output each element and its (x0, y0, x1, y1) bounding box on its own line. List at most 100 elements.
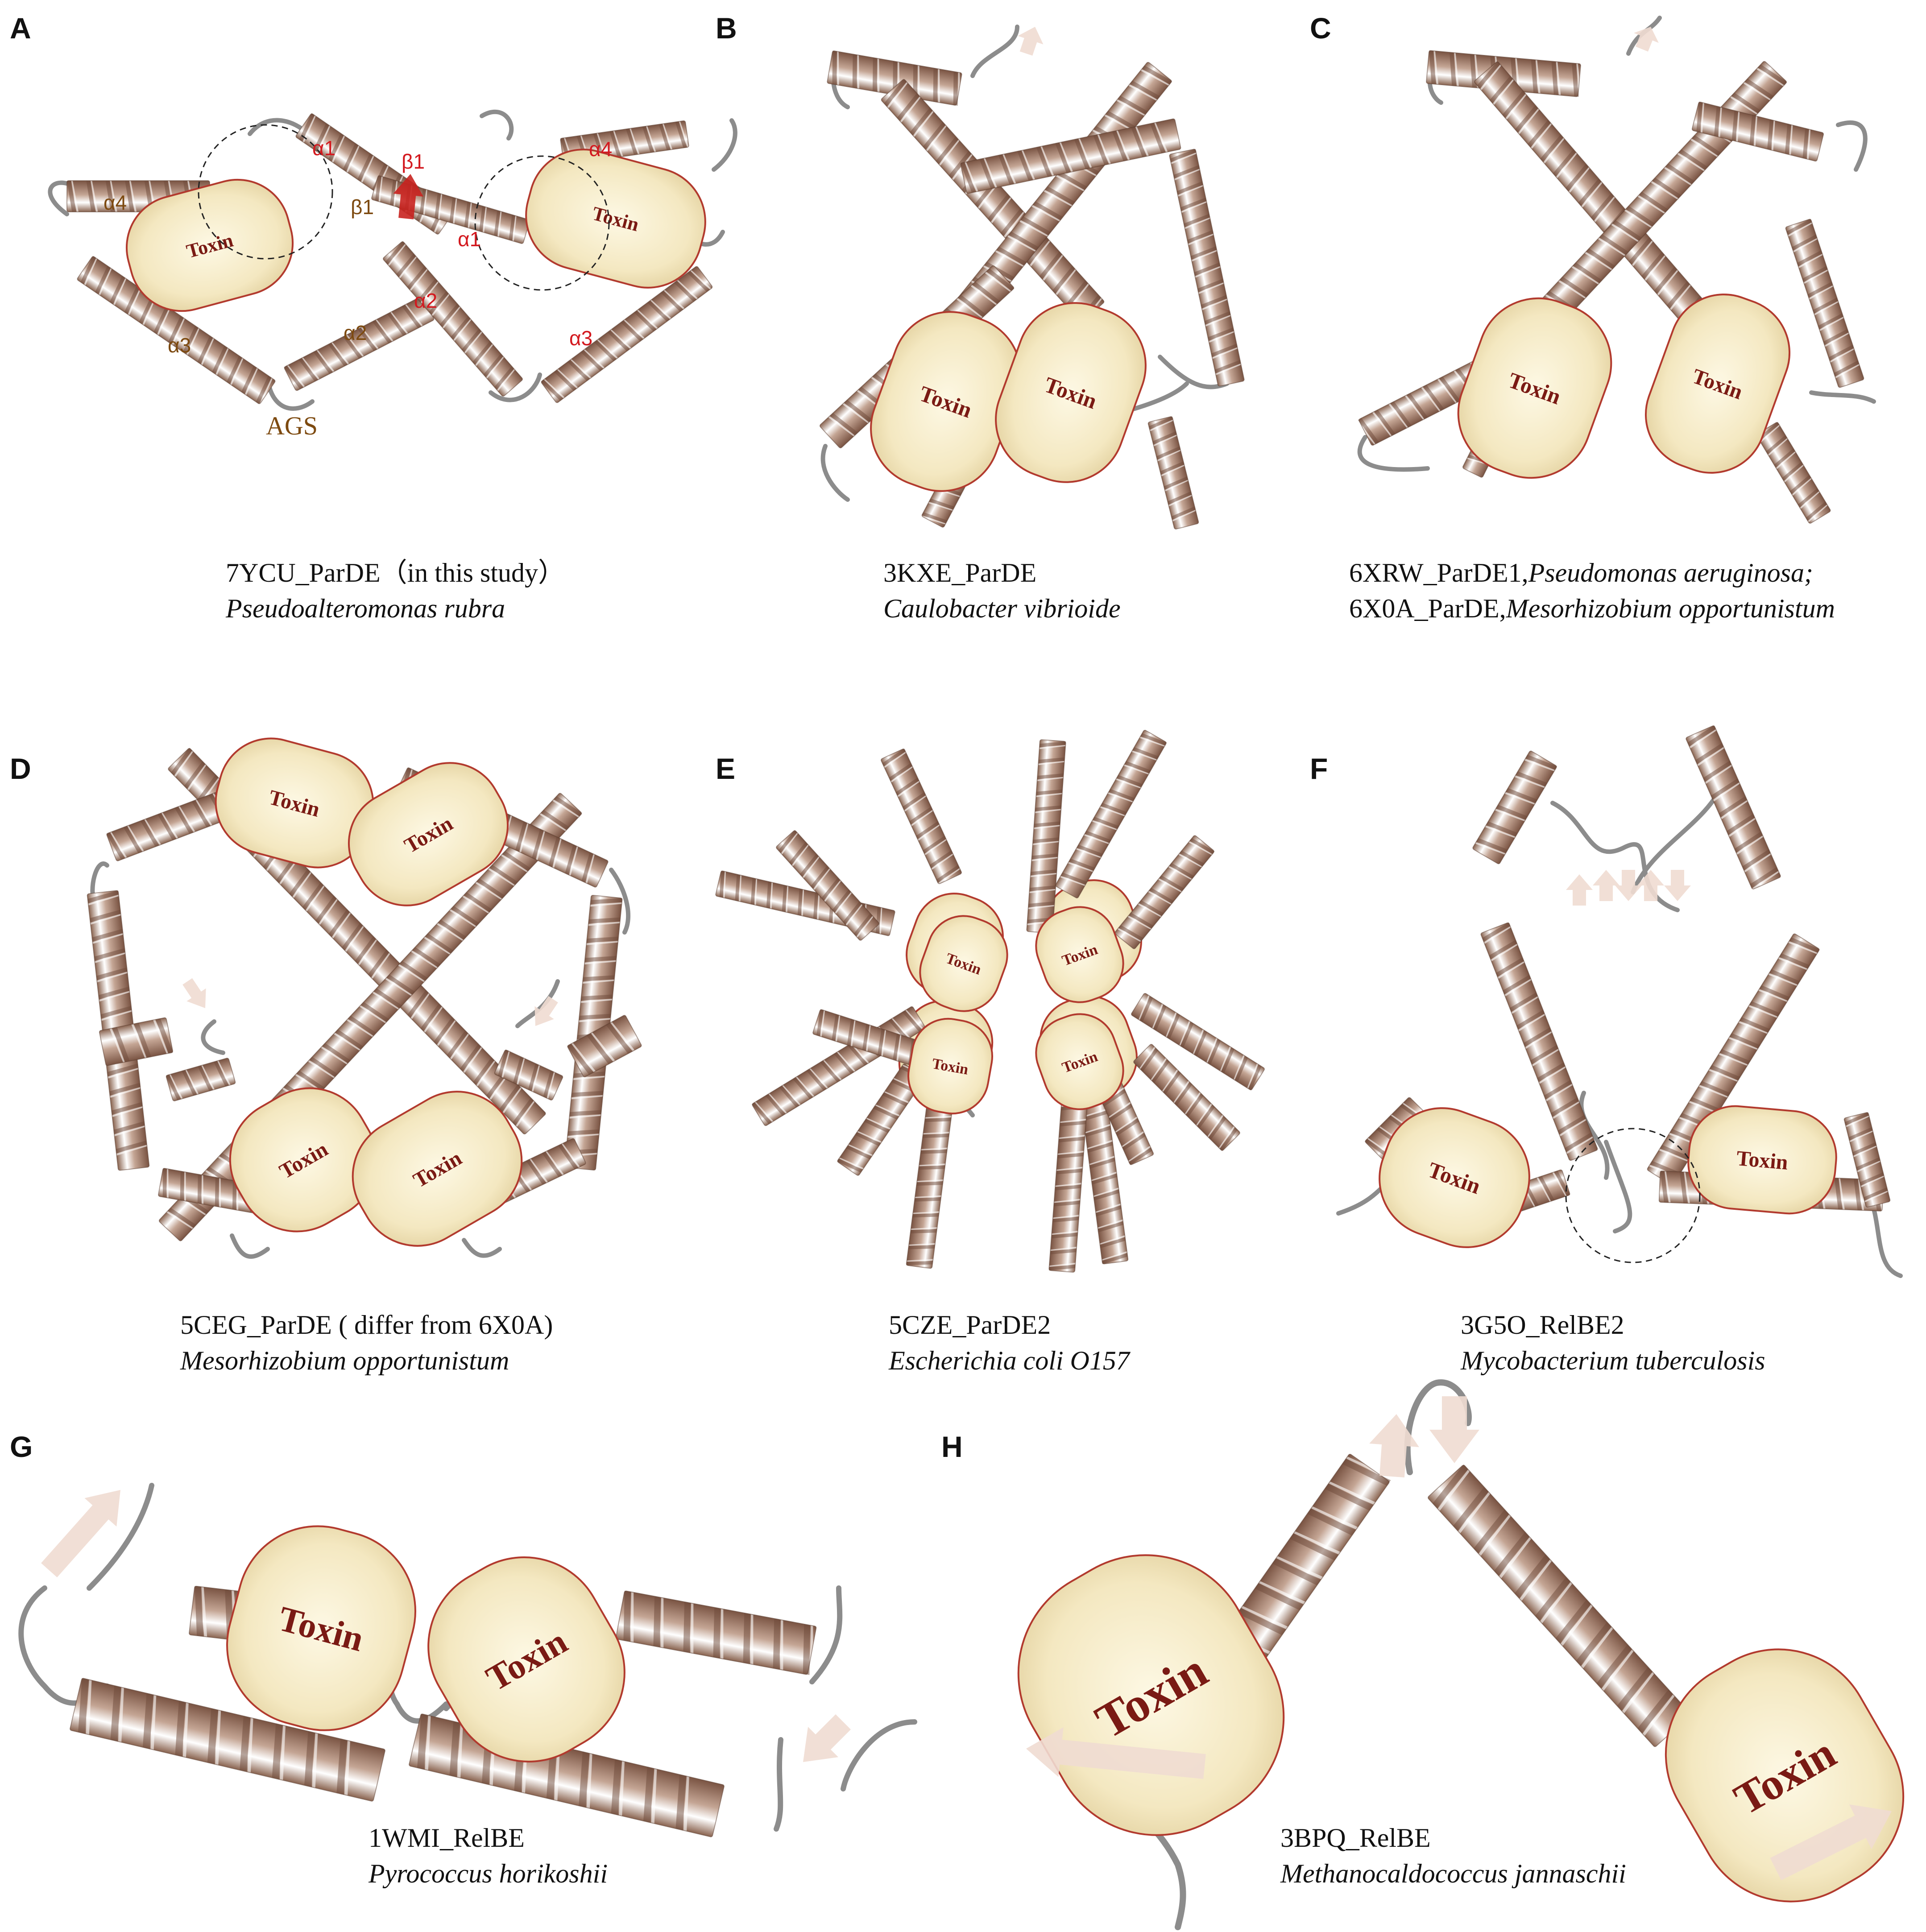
caption-e-species: Escherichia coli O157 (889, 1346, 1130, 1375)
caption-g: 1WMI_RelBE Pyrococcus horikoshii (369, 1820, 608, 1891)
caption-f-code: 3G5O_RelBE2 (1461, 1310, 1624, 1340)
loop-coil (841, 1719, 917, 1791)
toxin-domain: Toxin (1379, 1107, 1530, 1248)
helix-ribbon (1691, 101, 1824, 162)
beta-strand-arrow (41, 1489, 121, 1577)
helix-ribbon (776, 830, 879, 941)
label-alpha4-left: α4 (104, 191, 127, 214)
loop-coil (201, 1019, 225, 1055)
panel-label-d: D (10, 752, 31, 785)
caption-d-species: Mesorhizobium opportunistum (180, 1346, 509, 1375)
toxin-domain: Toxin (525, 149, 706, 289)
loop-coil (1579, 1091, 1610, 1180)
caption-e: 5CZE_ParDE2 Escherichia coli O157 (889, 1307, 1130, 1378)
label-beta1-left: β1 (351, 195, 374, 219)
panel-label-c: C (1310, 12, 1331, 45)
toxin-domain: Toxin (1035, 1013, 1124, 1110)
helix-ribbon (284, 296, 435, 391)
label-beta1-red: β1 (402, 150, 425, 173)
helix-ribbon (1472, 750, 1557, 865)
loop-coil (1127, 381, 1189, 413)
beta-strand-arrow (1026, 1727, 1206, 1779)
loop-coil (820, 444, 850, 502)
helix-ribbon (494, 1049, 563, 1100)
loop-coil (809, 1585, 843, 1684)
panel-label-a: A (10, 12, 31, 45)
toxin-domain: Toxin (907, 1018, 994, 1115)
caption-g-code: 1WMI_RelBE (369, 1823, 525, 1853)
beta-strand-arrow (1593, 870, 1619, 901)
caption-b-species: Caulobacter vibrioide (883, 594, 1121, 623)
caption-a-species: Pseudoalteromonas rubra (226, 594, 505, 623)
toxin-domain: Toxin (226, 1525, 416, 1731)
caption-f-species: Mycobacterium tuberculosis (1461, 1346, 1765, 1375)
caption-g-species: Pyrococcus horikoshii (369, 1859, 608, 1888)
toxin-domain: Toxin (427, 1556, 625, 1762)
loop-coil (609, 868, 630, 935)
panel-label-h: H (941, 1430, 963, 1463)
loop-coil (1604, 1140, 1632, 1233)
toxin-domain: Toxin (352, 1091, 523, 1247)
loop-coil (489, 372, 542, 402)
loop-coil (774, 1737, 783, 1832)
caption-c: 6XRW_ParDE1,Pseudomonas aeruginosa; 6X0A… (1349, 555, 1835, 626)
caption-c-code2: 6X0A_ParDE, (1349, 594, 1506, 623)
toxin-domain: Toxin (125, 178, 294, 312)
beta-strand-arrow (393, 174, 424, 219)
panel-label-e: E (716, 752, 736, 785)
loop-coil (1357, 435, 1430, 472)
toxin-domain: Toxin (919, 915, 1008, 1012)
label-alpha2-red: α2 (414, 289, 437, 312)
helix-ribbon (1131, 993, 1265, 1091)
helix-ribbon (1785, 219, 1864, 388)
loop-coil (462, 1238, 502, 1258)
helix-ribbon (99, 1017, 174, 1066)
beta-strand-arrow (1429, 1396, 1479, 1463)
beta-strand-arrow (1566, 874, 1593, 906)
beta-strand-arrow (1634, 27, 1659, 52)
helix-ribbon (1480, 922, 1598, 1161)
caption-b-code: 3KXE_ParDE (883, 558, 1037, 587)
caption-h: 3BPQ_RelBE Methanocaldococcus jannaschii (1280, 1820, 1626, 1891)
toxin-domain: Toxin (348, 762, 509, 906)
helix-ribbon (541, 266, 713, 403)
caption-c-species2: Mesorhizobium opportunistum (1506, 594, 1835, 623)
helix-ribbon (1133, 1044, 1240, 1151)
caption-e-code: 5CZE_ParDE2 (889, 1310, 1051, 1340)
beta-strand-arrow (534, 996, 558, 1026)
panel-label-f: F (1310, 752, 1328, 785)
helix-ribbon (1048, 1092, 1089, 1273)
loop-coil (1836, 120, 1868, 172)
beta-strand-arrow (1637, 870, 1664, 901)
helix-ribbon (1147, 416, 1199, 530)
helix-ribbon (166, 1058, 236, 1101)
loop-coil (1809, 390, 1876, 404)
helix-ribbon (371, 175, 530, 244)
loop-coil (712, 118, 737, 172)
helix-ribbon (1055, 730, 1167, 898)
beta-strand-arrow (1615, 870, 1642, 901)
helix-ribbon (960, 118, 1181, 194)
dashed-highlight-circle (1565, 1128, 1701, 1263)
dashed-highlight-circle (474, 155, 610, 291)
panel-label-g: G (10, 1430, 33, 1463)
caption-d: 5CEG_ParDE ( differ from 6X0A) Mesorhizo… (180, 1307, 553, 1378)
beta-strand-arrow (803, 1714, 851, 1762)
panel-label-b: B (716, 12, 737, 45)
helix-ribbon (827, 50, 962, 106)
label-alpha1-red-right: α1 (458, 228, 481, 251)
helix-ribbon (70, 1678, 385, 1802)
helix-ribbon (1686, 725, 1781, 890)
dashed-highlight-circle (198, 124, 333, 260)
beta-strand-arrow (1770, 1804, 1892, 1881)
toxin-domain: Toxin (870, 311, 1022, 492)
helix-ribbon (615, 1590, 817, 1676)
helix-ribbon (1080, 1091, 1129, 1265)
